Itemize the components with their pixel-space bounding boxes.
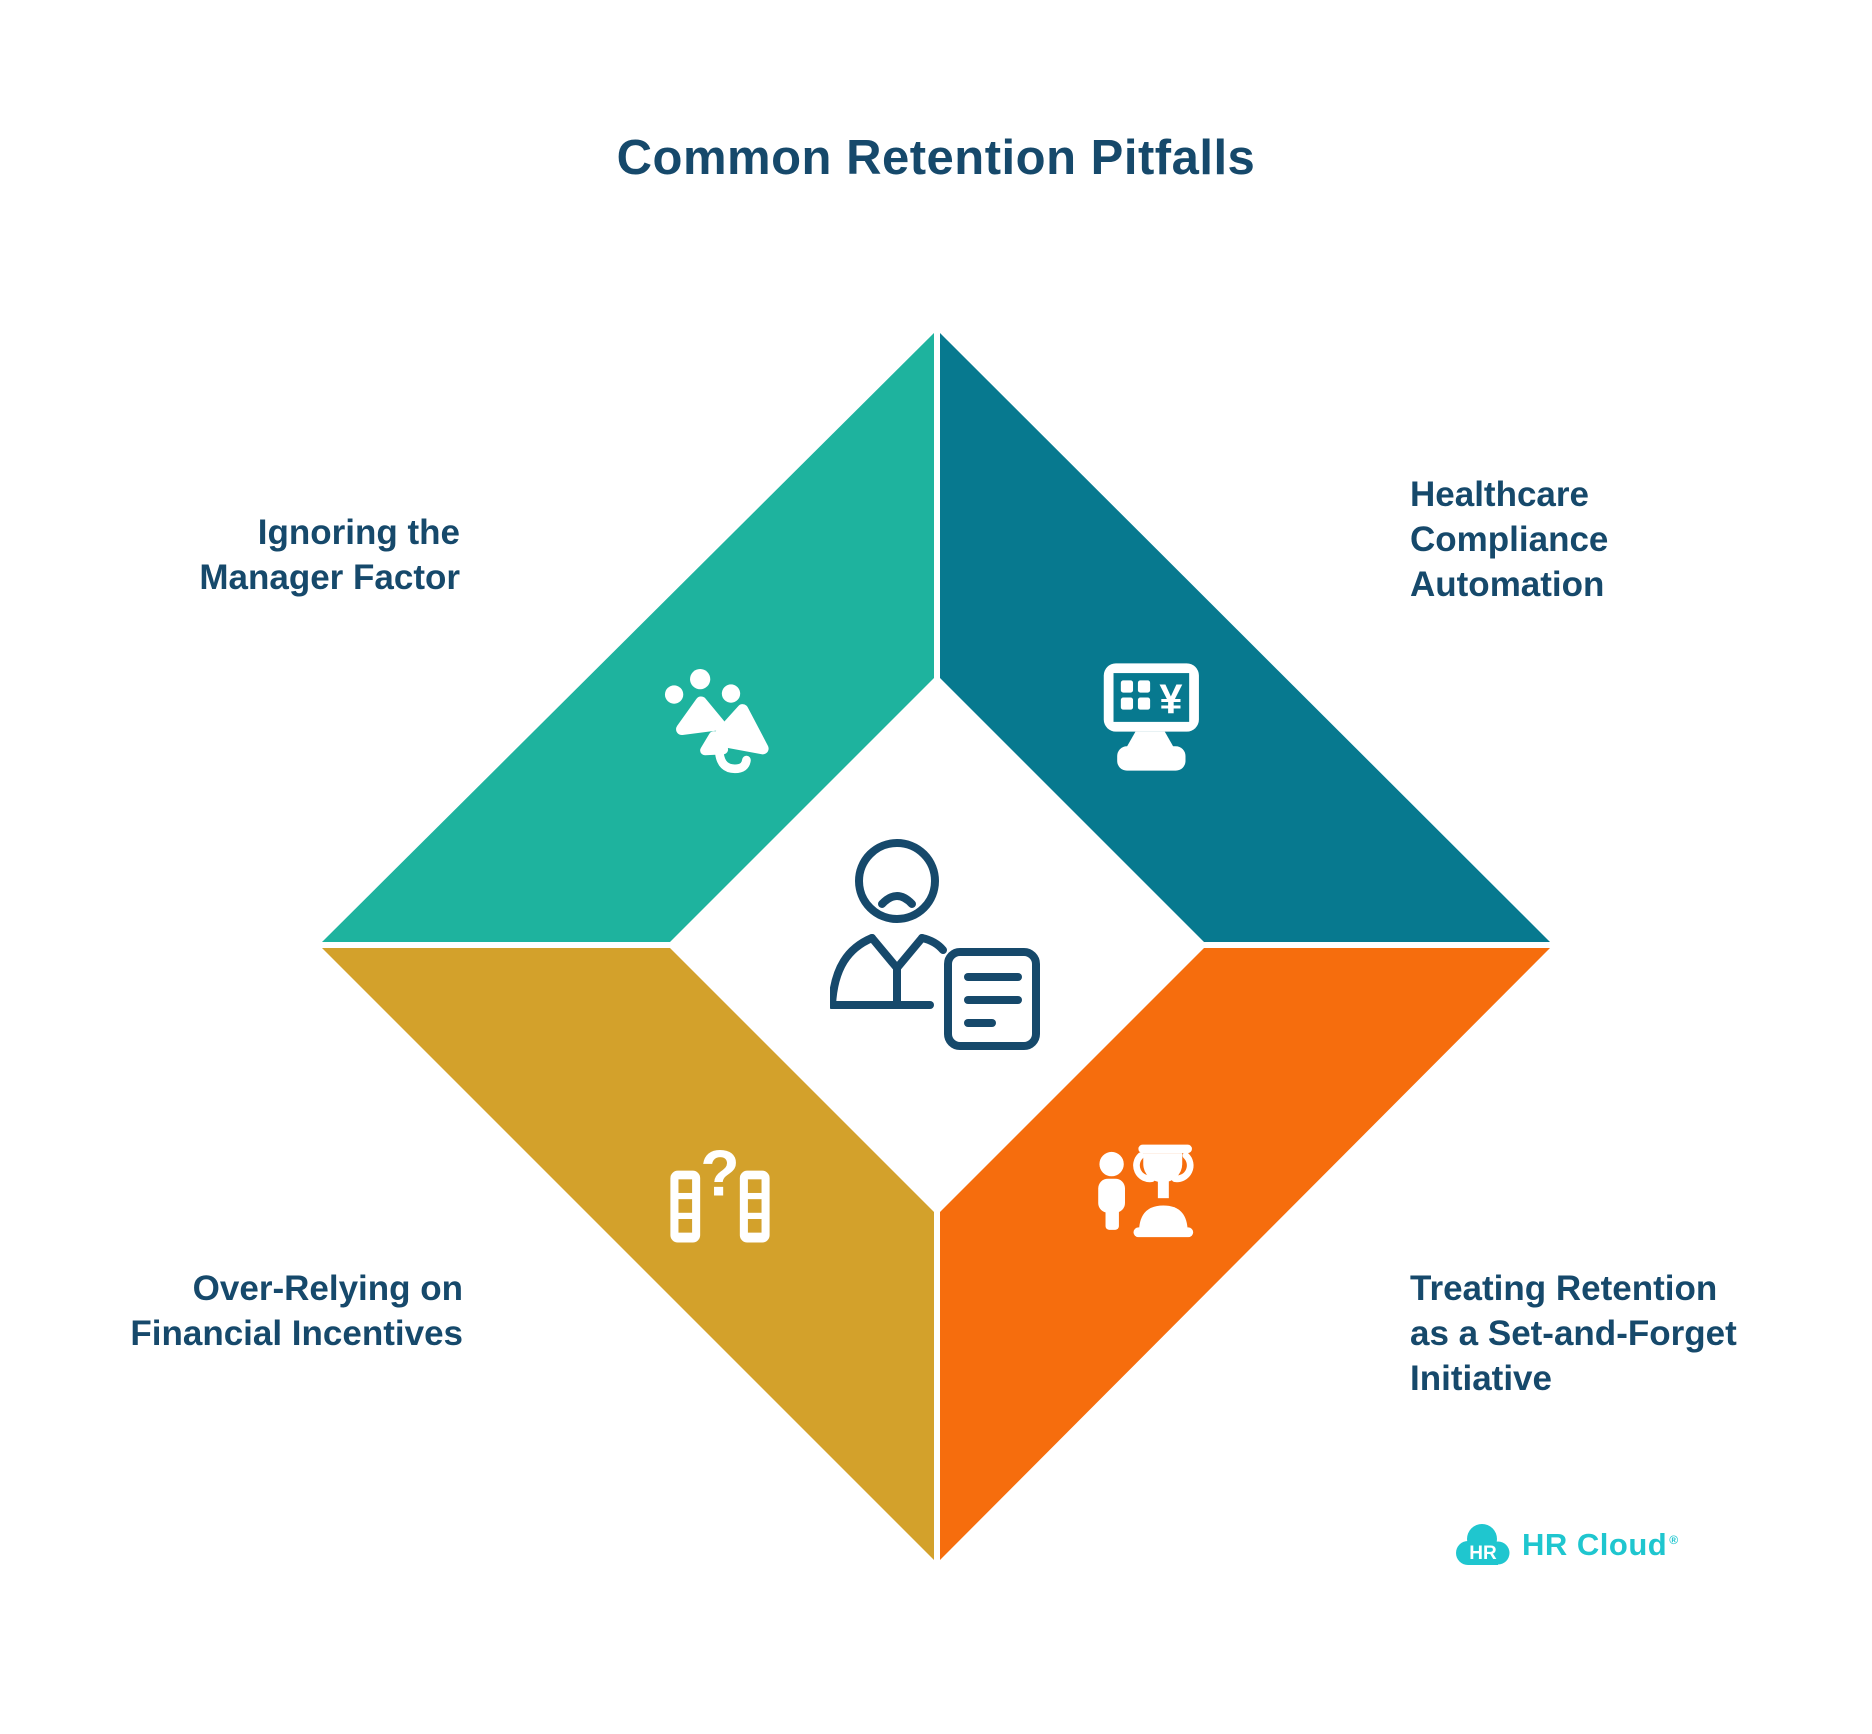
hr-cloud-icon: HR [1456,1524,1510,1565]
logo-badge-text: HR [1469,1543,1497,1564]
compliance-terminal-icon: ¥ [1103,663,1199,771]
label-top-right: Healthcare Compliance Automation [1410,475,1609,604]
label-top-left: Ignoring the Manager Factor [199,513,460,597]
announcement-people-icon [664,668,769,774]
logo-wordmark: HR Cloud® [1522,1527,1679,1563]
logo-registered-mark: ® [1669,1532,1679,1547]
buildings-question-icon: ? [670,1137,770,1243]
logo-brand-text: HR Cloud [1522,1527,1668,1562]
quadrant-top-right-shape [937,330,1553,945]
label-bottom-right: Treating Retention as a Set-and-Forget I… [1410,1269,1737,1398]
quadrant-top-left-shape [319,330,937,945]
hr-cloud-logo: HR HR Cloud® [1455,1522,1679,1568]
label-bottom-left: Over-Relying on Financial Incentives [130,1269,463,1353]
currency-symbol: ¥ [1159,675,1182,722]
person-trophy-icon [1098,1144,1194,1238]
question-symbol: ? [700,1137,739,1209]
page-title: Common Retention Pitfalls [616,131,1256,185]
quadrant-bottom-left-shape [319,945,937,1563]
quadrant-bottom-right-shape [937,945,1553,1563]
unhappy-employee-document-icon [830,839,1040,1050]
